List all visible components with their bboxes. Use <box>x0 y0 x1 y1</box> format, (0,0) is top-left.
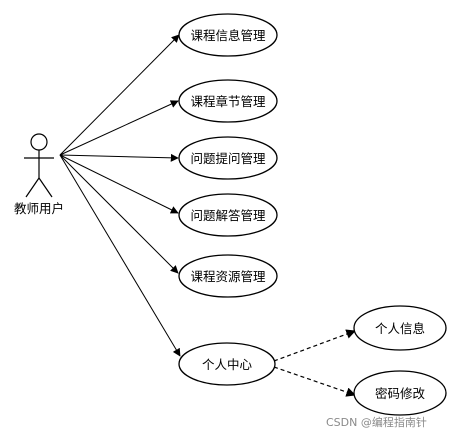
association-line-4 <box>59 154 179 214</box>
use-case-2[interactable]: 课程章节管理 <box>178 79 278 123</box>
use-case-5[interactable]: 课程资源管理 <box>178 254 278 298</box>
use-case-label: 课程章节管理 <box>190 94 266 109</box>
use-case-label: 个人中心 <box>202 357 253 372</box>
sub-use-case-2[interactable]: 密码修改 <box>353 370 447 416</box>
sub-use-case-label: 密码修改 <box>375 386 426 401</box>
use-case-label: 问题提问管理 <box>190 151 266 166</box>
include-lines <box>273 329 356 397</box>
sub-use-case-1[interactable]: 个人信息 <box>353 305 447 351</box>
association-line-5 <box>59 154 179 274</box>
include-line-1 <box>273 329 356 362</box>
include-line-2 <box>273 366 356 397</box>
use-case-label: 问题解答管理 <box>190 208 266 223</box>
sub-use-case-label: 个人信息 <box>375 321 425 336</box>
use-case-1[interactable]: 课程信息管理 <box>178 13 278 57</box>
association-line-2 <box>59 100 179 156</box>
use-case-label: 课程信息管理 <box>190 28 266 43</box>
use-case-4[interactable]: 问题解答管理 <box>178 193 278 237</box>
actor-right-leg <box>38 177 53 198</box>
actor-head <box>30 133 48 151</box>
association-line-3 <box>59 153 179 162</box>
association-line-1 <box>59 34 180 156</box>
association-line-6 <box>59 154 181 357</box>
association-lines <box>59 34 181 357</box>
use-case-3[interactable]: 问题提问管理 <box>178 136 278 180</box>
actor-label: 教师用户 <box>14 201 64 216</box>
watermark: CSDN @编程指南针 <box>326 416 427 429</box>
use-case-label: 课程资源管理 <box>190 269 266 284</box>
actor-figure: 教师用户 <box>14 133 64 216</box>
use-case-6[interactable]: 个人中心 <box>178 342 276 386</box>
actor-left-leg <box>25 177 40 198</box>
